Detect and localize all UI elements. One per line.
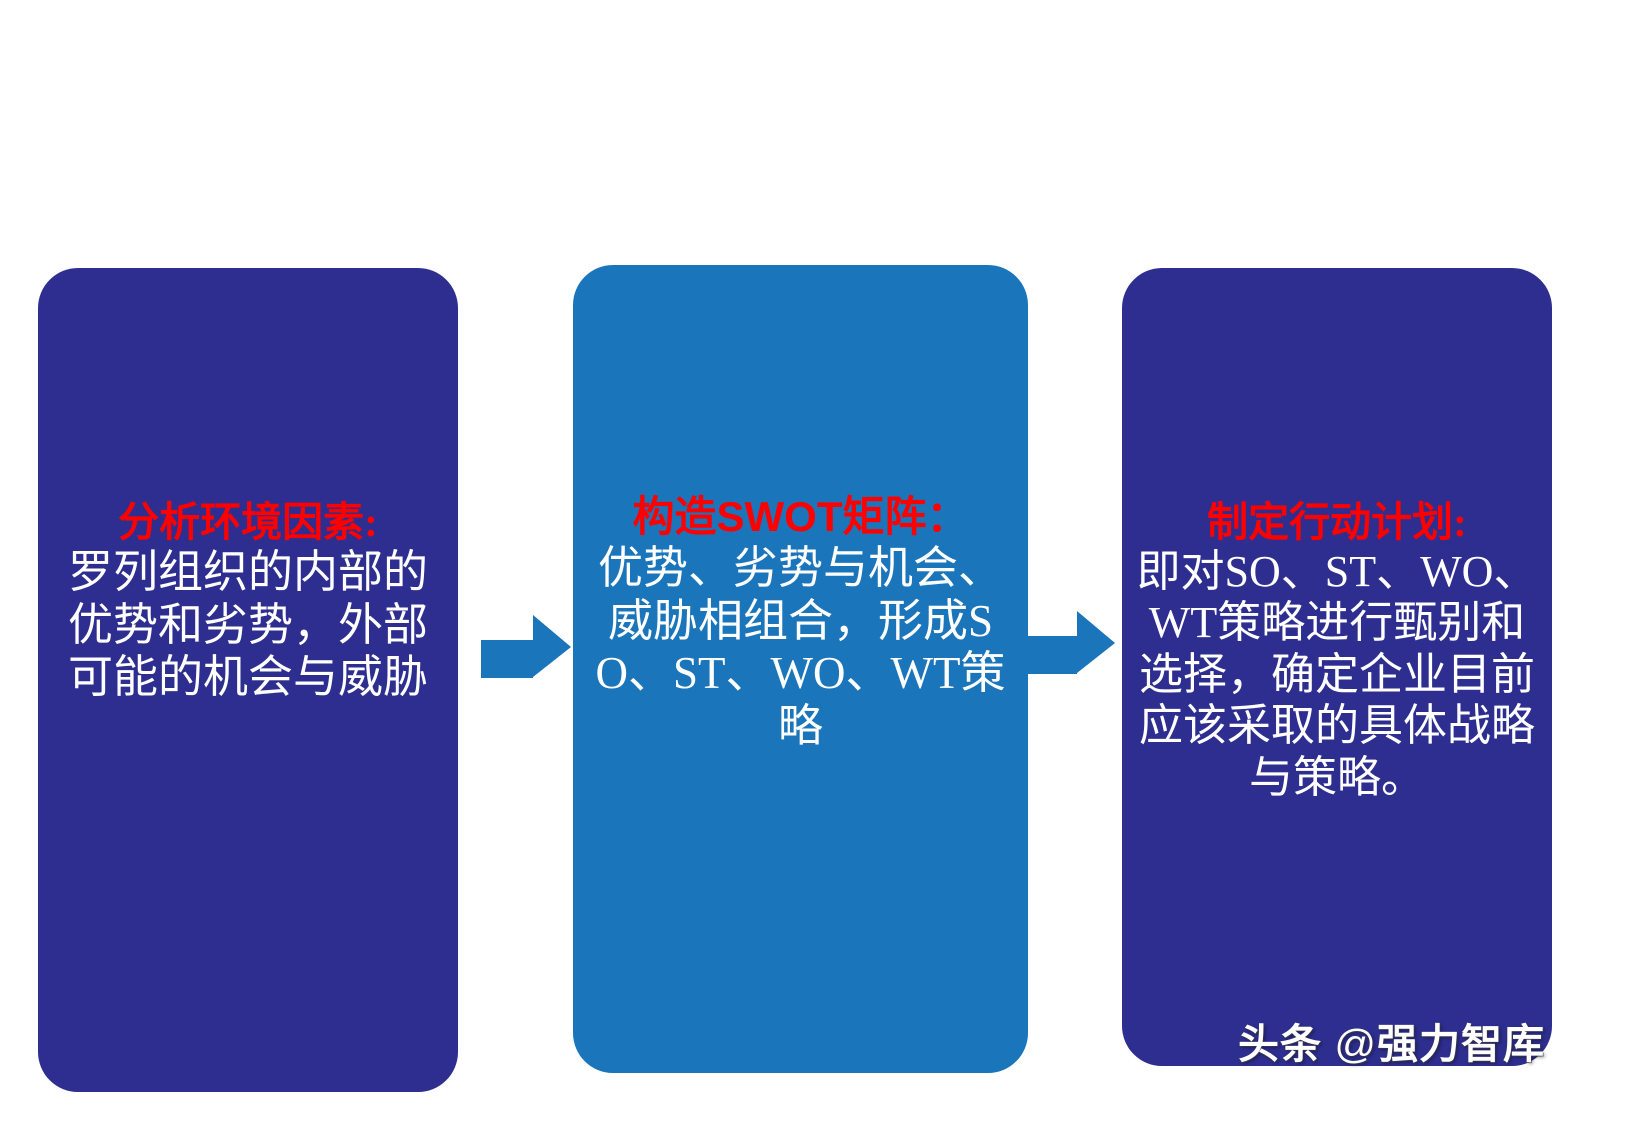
watermark-at-symbol: @ bbox=[1322, 1021, 1378, 1067]
step-title: 分析环境因素: bbox=[118, 499, 378, 545]
step-text-block: 分析环境因素: 罗列组织的内部的优势和劣势，外部可能的机会与威胁 bbox=[38, 268, 458, 704]
process-step-make-action-plan[interactable]: 制定行动计划: 即对SO、ST、WO、WT策略进行甄别和选择，确定企业目前应该采… bbox=[1122, 268, 1552, 1066]
step-body: 罗列组织的内部的优势和劣势，外部可能的机会与威胁 bbox=[67, 546, 428, 703]
arrow-step1-to-step2-icon bbox=[478, 608, 574, 680]
step-body: 即对SO、ST、WO、WT策略进行甄别和选择，确定企业目前应该采取的具体战略与策… bbox=[1136, 546, 1538, 802]
process-step-build-swot-matrix[interactable]: 构造SWOT矩阵： 优势、劣势与机会、威胁相组合，形成SO、ST、WO、WT策略 bbox=[573, 265, 1028, 1073]
watermark: 头条 @强力智库 bbox=[1238, 1010, 1545, 1070]
step-text-block: 制定行动计划: 即对SO、ST、WO、WT策略进行甄别和选择，确定企业目前应该采… bbox=[1122, 268, 1552, 803]
step-title-prefix: 构造 bbox=[632, 495, 717, 541]
process-step-analyze-environment[interactable]: 分析环境因素: 罗列组织的内部的优势和劣势，外部可能的机会与威胁 bbox=[38, 268, 458, 1092]
step-title: 构造SWOT矩阵： bbox=[583, 493, 1018, 542]
step-title-suffix: 矩阵： bbox=[842, 495, 969, 541]
watermark-account: 强力智库 bbox=[1377, 1021, 1546, 1067]
step-title: 制定行动计划: bbox=[1207, 499, 1467, 545]
arrow-step2-to-step3-icon bbox=[1022, 604, 1118, 676]
step-title-acronym: SWOT bbox=[716, 493, 843, 540]
step-text-block: 构造SWOT矩阵： 优势、劣势与机会、威胁相组合，形成SO、ST、WO、WT策略 bbox=[573, 265, 1028, 753]
step-body: 优势、劣势与机会、威胁相组合，形成SO、ST、WO、WT策略 bbox=[595, 543, 1006, 751]
watermark-platform: 头条 bbox=[1238, 1021, 1322, 1067]
